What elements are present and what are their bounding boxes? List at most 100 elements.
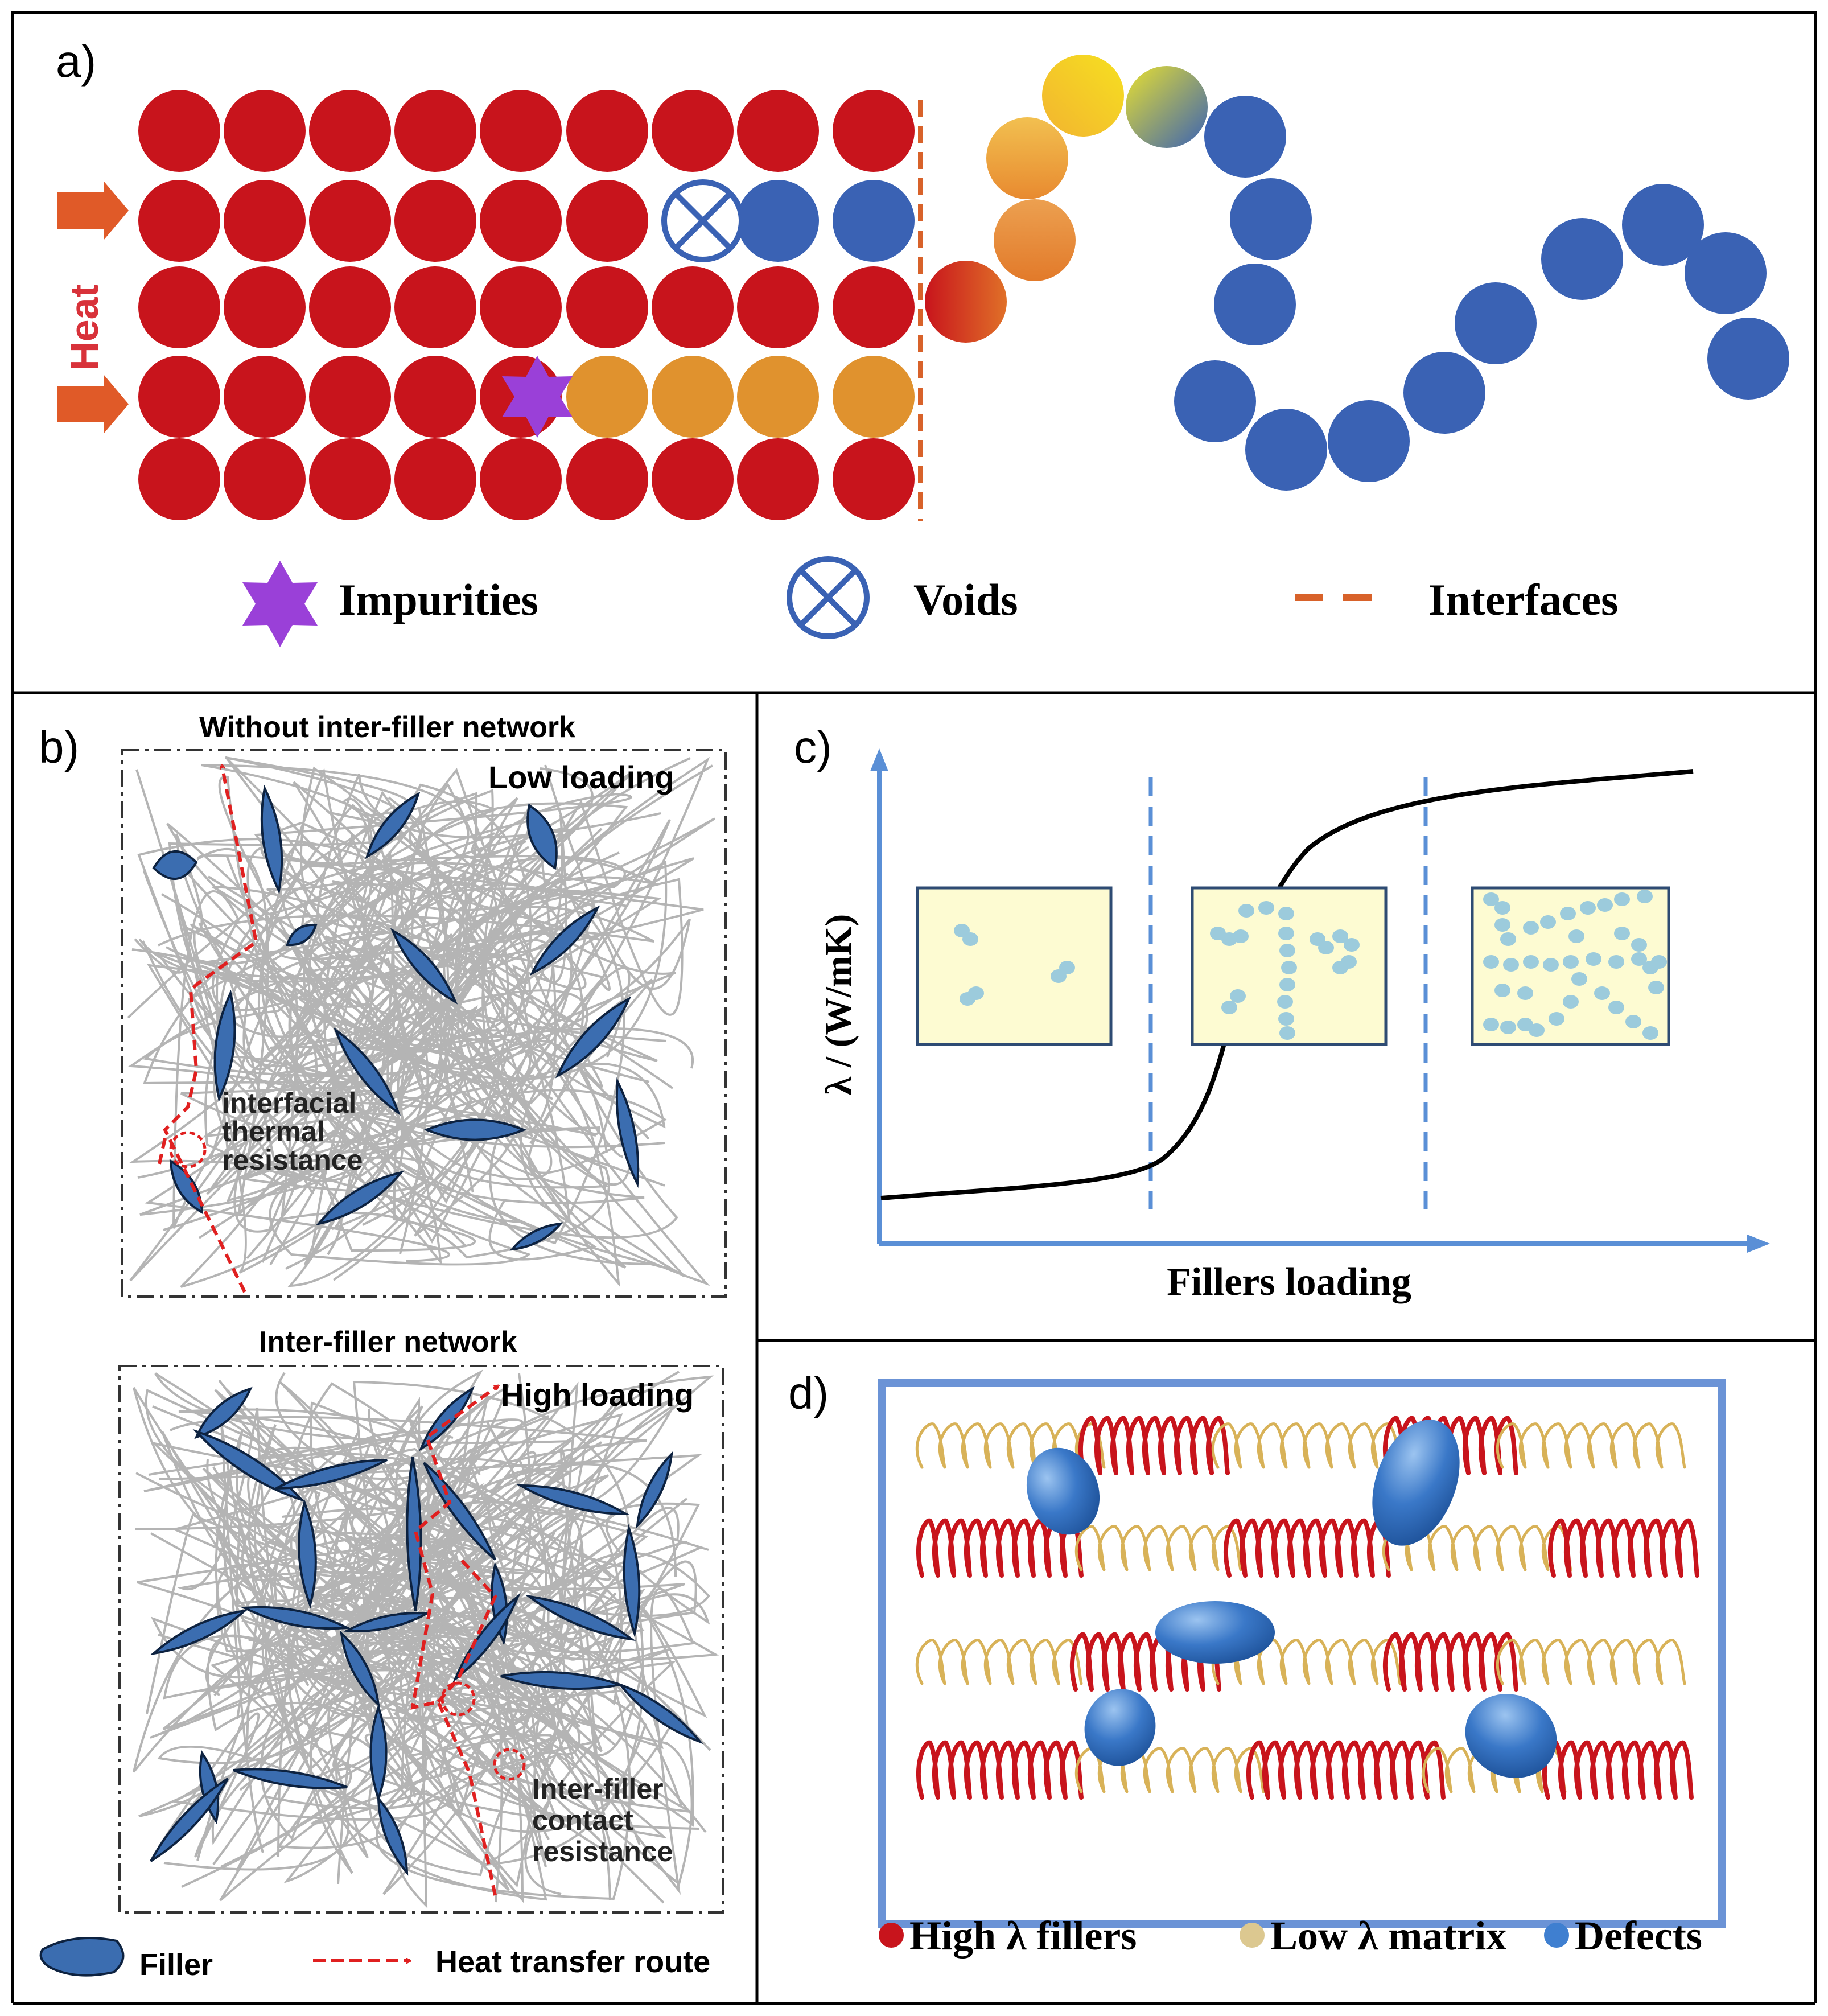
top-annotation-line3: resistance xyxy=(222,1144,363,1176)
interfaces-label: Interfaces xyxy=(1428,575,1619,624)
defect xyxy=(1155,1601,1275,1664)
spring-segment xyxy=(915,1422,1106,1469)
lattice-particle xyxy=(309,438,391,520)
filler-particle xyxy=(286,923,318,947)
filler-particle xyxy=(152,850,198,881)
spring-segment xyxy=(1496,1422,1686,1469)
filler-dot xyxy=(1517,1018,1533,1031)
filler-particle xyxy=(616,1682,704,1745)
matrix-strand xyxy=(138,847,704,1260)
low-matrix-label: Low λ matrix xyxy=(1270,1913,1506,1959)
matrix-strand xyxy=(171,1397,675,1857)
filler-dot xyxy=(1494,901,1510,915)
chain-bead xyxy=(1214,264,1296,345)
filler-dot xyxy=(1279,944,1295,957)
filler-dot xyxy=(1318,941,1334,954)
filler-particle xyxy=(315,1170,405,1226)
filler-particle xyxy=(509,1222,563,1251)
top-resistance-marker xyxy=(169,1131,207,1169)
defect xyxy=(1465,1694,1557,1778)
lattice-particle xyxy=(480,438,562,520)
filler-dot xyxy=(1494,984,1510,997)
bottom-box xyxy=(118,1365,724,1914)
lattice-particle xyxy=(309,180,391,262)
chain-bead xyxy=(1707,318,1789,400)
spring-segment xyxy=(1542,1740,1694,1800)
matrix-strand xyxy=(392,854,676,1096)
filler-dot xyxy=(1571,972,1587,986)
filler-particle xyxy=(150,1608,249,1656)
matrix-strand xyxy=(198,821,496,1263)
lattice-particle xyxy=(737,266,819,348)
bottom-annotation-line2: contact xyxy=(532,1804,633,1836)
filler-particle xyxy=(423,1118,527,1141)
spring-segment xyxy=(1496,1639,1686,1685)
filler-dot xyxy=(1278,927,1294,940)
filler-dot xyxy=(1503,958,1519,972)
lattice-particle xyxy=(737,356,819,438)
lattice-particle xyxy=(566,438,648,520)
lattice-particle xyxy=(138,90,220,172)
filler-particle xyxy=(452,1593,521,1683)
impurity-icon xyxy=(242,561,318,647)
high-filler-label: High λ fillers xyxy=(909,1913,1137,1959)
bottom-heat-route xyxy=(410,1386,498,1896)
filler-dot xyxy=(1608,955,1624,969)
chain-bead xyxy=(1685,232,1767,314)
lattice-particle xyxy=(737,438,819,520)
filler-dot xyxy=(1500,1021,1516,1034)
defect xyxy=(1026,1447,1100,1535)
filler-dot xyxy=(1279,978,1295,991)
filler-dot xyxy=(962,932,978,946)
filler-dot xyxy=(1608,1001,1624,1014)
lattice-particle xyxy=(224,90,306,172)
lattice-particle xyxy=(480,180,562,262)
lattice-particle xyxy=(394,180,476,262)
filler-dot xyxy=(1648,981,1664,994)
spring-segment xyxy=(1211,1422,1402,1469)
lattice-particle xyxy=(652,90,734,172)
y-axis-label: λ / (W/mK) xyxy=(818,914,859,1095)
filler-dot xyxy=(1230,989,1246,1003)
panel-a: a) Heat Impurities xyxy=(56,36,1789,647)
lattice-particle xyxy=(224,266,306,348)
filler-particle xyxy=(423,1462,496,1561)
lattice-impurity xyxy=(502,356,573,438)
bottom-loading: High loading xyxy=(501,1377,694,1413)
filler-particle xyxy=(194,1386,253,1439)
filler-dot xyxy=(1051,969,1067,983)
filler-particle xyxy=(390,928,458,1005)
matrix-strand xyxy=(209,764,714,1259)
matrix-strand xyxy=(150,1441,665,1904)
lattice-particle xyxy=(394,90,476,172)
lattice-particle xyxy=(833,90,915,172)
filler-dot xyxy=(1631,952,1647,966)
bottom-title: Inter-filler network xyxy=(259,1326,517,1359)
filler-dot xyxy=(1483,955,1499,969)
filler-particle xyxy=(233,1768,348,1789)
filler-dot xyxy=(1278,1012,1294,1026)
filler-particle xyxy=(213,989,236,1102)
panel-d-legend: High λ fillers Low λ matrix Defects xyxy=(879,1913,1702,1959)
matrix-strand xyxy=(323,790,650,1204)
bottom-annotation-line1: Inter-filler xyxy=(532,1773,664,1805)
filler-dot xyxy=(1523,921,1539,935)
lattice-particle xyxy=(138,180,220,262)
filler-dot xyxy=(1233,929,1249,943)
matrix-strand xyxy=(146,1512,676,1895)
matrix-strand xyxy=(223,1429,672,1757)
bottom-resistance-marker-2 xyxy=(493,1748,526,1781)
filler-legend-icon xyxy=(39,1937,125,1977)
chain-bead xyxy=(1541,218,1623,300)
matrix-strand xyxy=(220,1413,623,1853)
filler-dot xyxy=(1637,890,1653,903)
matrix-strand xyxy=(242,875,584,1244)
lattice-particle xyxy=(309,356,391,438)
matrix-strand xyxy=(283,1544,710,1883)
filler-dot xyxy=(1483,892,1499,906)
filler-particle xyxy=(275,1459,388,1490)
filler-legend-label: Filler xyxy=(139,1948,213,1982)
matrix-strand xyxy=(143,818,537,1143)
lattice-particle xyxy=(224,180,306,262)
